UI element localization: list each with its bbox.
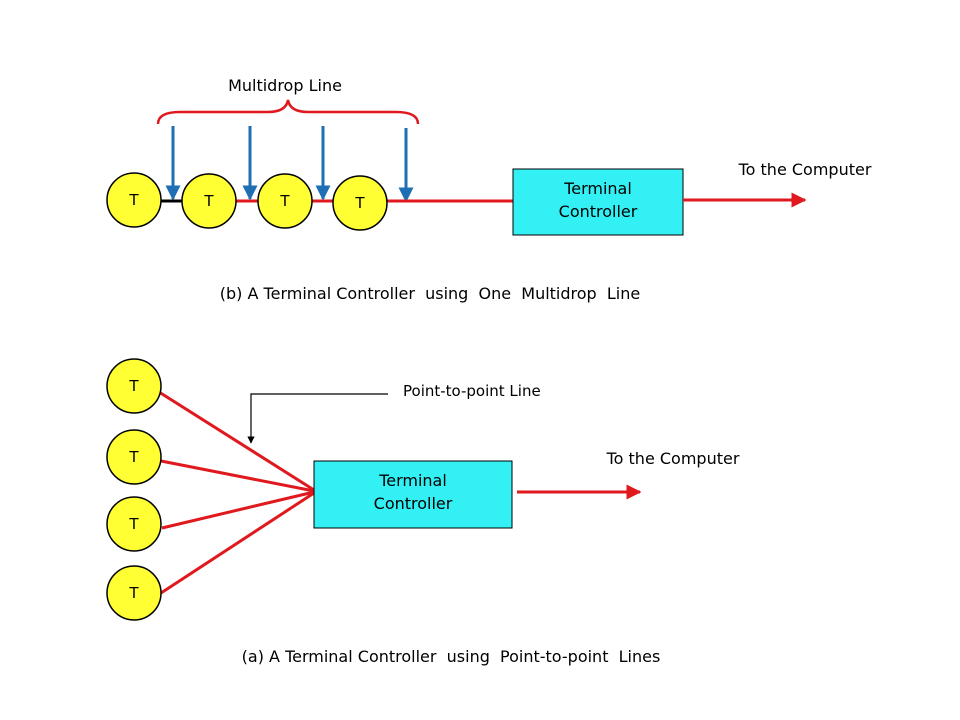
terminal-a-3: T — [106, 496, 162, 552]
terminal-label: T — [203, 192, 214, 210]
terminal-label: T — [128, 448, 139, 466]
terminal-label: T — [128, 191, 139, 209]
multidrop-diagram: Multidrop Line T T T T Te — [106, 76, 872, 303]
p2p-line-3 — [161, 490, 315, 530]
terminal-b-2: T — [181, 173, 237, 229]
controller-label-line1: Terminal — [378, 471, 447, 490]
terminal-label: T — [128, 515, 139, 533]
terminal-label: T — [354, 194, 365, 212]
controller-label-line1: Terminal — [563, 179, 632, 198]
p2p-line-1 — [158, 390, 315, 492]
to-computer-label-a: To the Computer — [606, 449, 740, 468]
terminal-label: T — [128, 377, 139, 395]
terminal-a-4: T — [106, 565, 162, 621]
terminal-b-1: T — [106, 172, 162, 228]
terminal-b-3: T — [257, 173, 313, 229]
pointer-line — [247, 393, 388, 444]
terminal-b-4: T — [332, 175, 388, 231]
terminal-a-2: T — [106, 429, 162, 485]
multidrop-line-label: Multidrop Line — [228, 76, 342, 95]
controller-label-line2: Controller — [559, 202, 638, 221]
caption-b: (b) A Terminal Controller using One Mult… — [220, 284, 640, 303]
terminal-a-1: T — [106, 358, 162, 414]
controller-label-line2: Controller — [374, 494, 453, 513]
p2p-line-2 — [160, 459, 315, 493]
terminal-controller-b: Terminal Controller — [512, 168, 684, 236]
caption-a: (a) A Terminal Controller using Point-to… — [242, 647, 661, 666]
to-computer-label-b: To the Computer — [738, 160, 872, 179]
point-to-point-diagram: Point-to-point Line T T T T Terminal Con… — [106, 358, 740, 666]
terminal-controller-a: Terminal Controller — [313, 460, 513, 529]
point-to-point-label: Point-to-point Line — [403, 382, 541, 400]
p2p-line-4 — [160, 491, 315, 595]
terminal-label: T — [128, 584, 139, 602]
multidrop-brace — [156, 99, 420, 125]
terminal-label: T — [279, 192, 290, 210]
